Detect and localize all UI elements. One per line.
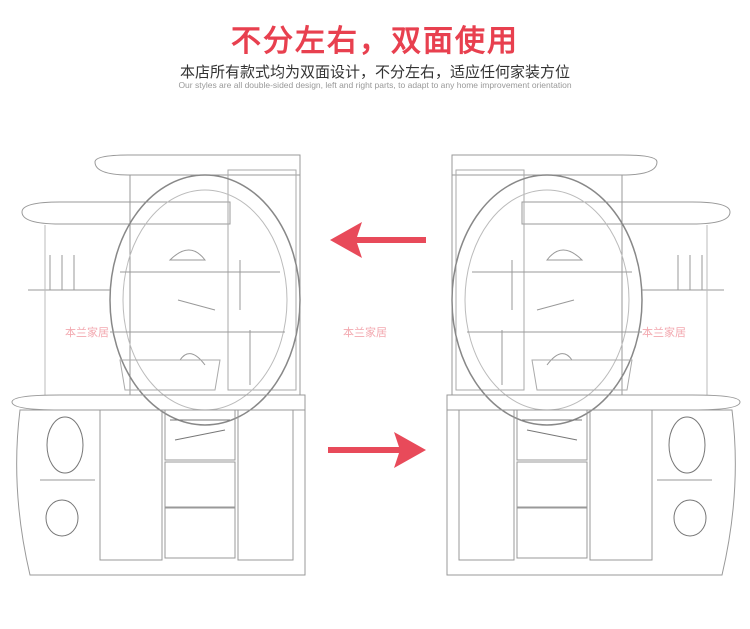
watermark: 本兰家居 — [65, 326, 109, 339]
arrow-left-icon — [330, 222, 426, 258]
headline: 不分左右，双面使用 — [231, 24, 519, 59]
subtitle-english: Our styles are all double-sided design, … — [178, 80, 572, 90]
cabinet-left — [11, 154, 306, 576]
watermark: 本兰家居 — [343, 326, 387, 339]
subtitle: 本店所有款式均为双面设计，不分左右，适应任何家装方位 — [179, 63, 570, 81]
cabinet-right — [446, 154, 741, 576]
arrow-right-icon — [328, 432, 426, 468]
watermark: 本兰家居 — [642, 326, 686, 339]
